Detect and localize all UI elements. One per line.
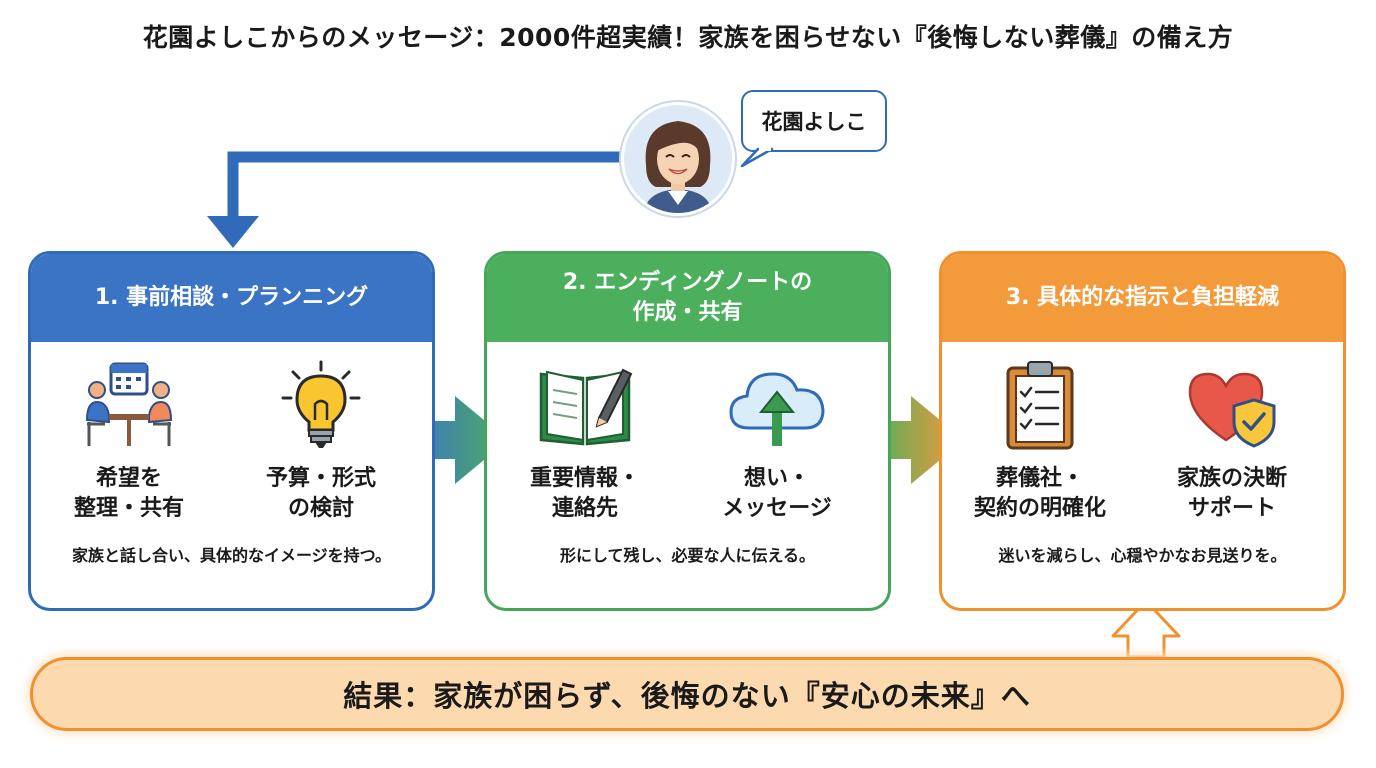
step2-to-step3-arrow [866,396,964,484]
step-card-2: 2. エンディングノートの 作成・共有 重要情報・ 連絡先 想い・ メッセージ … [484,251,891,611]
speaker-name-bubble: 花園よしこ [741,90,887,152]
step-card-3: 3. 具体的な指示と負担軽減 葬儀社・ 契約の明確化 家族の決断 サポート [939,251,1346,611]
step-1-item-2: 予算・形式 の検討 [231,360,411,524]
heart-shield-icon [1188,372,1276,448]
step-2-description: 形にして残し、必要な人に伝える。 [559,546,816,565]
speaker-to-step1-arrow [207,151,622,248]
step-1-item-2-label: 予算・形式 の検討 [265,466,376,521]
result-banner: 結果：家族が困らず、後悔のない『安心の未来』へ [30,657,1344,731]
page-title: 花園よしこからのメッセージ：2000件超実績！家族を困らせない『後悔しない葬儀』… [142,23,1234,52]
clipboard-checklist-icon [1006,361,1074,450]
step-card-1: 1. 事前相談・プランニング 希望を 整理・共有 [28,251,435,611]
speaker-avatar [621,102,735,216]
step-3-item-1-label: 葬儀社・ 契約の明確化 [973,466,1106,521]
step-3-item-1: 葬儀社・ 契約の明確化 [950,360,1130,524]
step-3-item-2-label: 家族の決断 サポート [1176,466,1287,521]
woman-portrait-icon [644,121,712,213]
result-text: 結果：家族が困らず、後悔のない『安心の未来』へ [343,679,1031,713]
step-2-header: 2. エンディングノートの 作成・共有 [487,254,888,342]
speaker-name: 花園よしこ [761,110,867,134]
lightbulb-icon [281,360,361,448]
notebook-pen-icon [539,368,633,446]
step-2-item-2: 想い・ メッセージ [687,360,867,524]
step-3-description: 迷いを減らし、心穏やかなお見送りを。 [998,546,1287,565]
step1-to-step2-arrow [410,396,508,484]
step-1-item-1-label: 希望を 整理・共有 [73,466,184,521]
step-2-item-2-label: 想い・ メッセージ [722,466,832,521]
step-3-header: 3. 具体的な指示と負担軽減 [942,254,1343,342]
step-1-item-1: 希望を 整理・共有 [39,360,219,524]
step-2-item-1: 重要情報・ 連絡先 [495,360,675,524]
meeting-calendar-icon [85,362,173,446]
step-3-item-2: 家族の決断 サポート [1142,360,1322,524]
cloud-upload-icon [729,372,825,446]
result-to-step3-arrow [1111,599,1181,659]
step-1-header: 1. 事前相談・プランニング [31,254,432,342]
step-2-item-1-label: 重要情報・ 連絡先 [529,466,640,521]
step-1-description: 家族と話し合い、具体的なイメージを持つ。 [71,546,392,565]
